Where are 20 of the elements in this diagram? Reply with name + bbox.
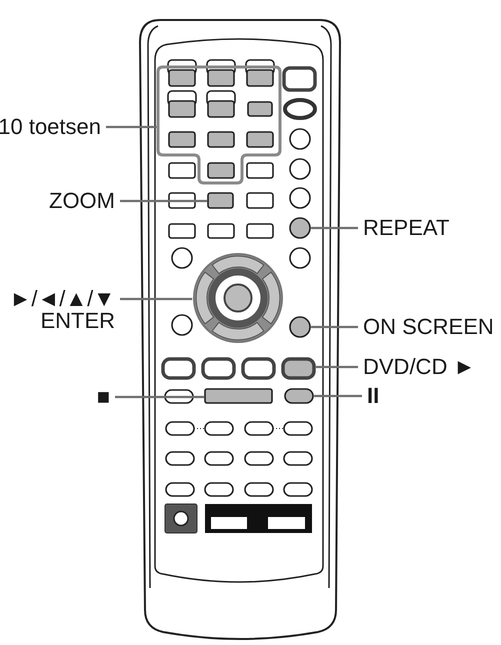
leader-line xyxy=(314,394,362,398)
callout-label: II xyxy=(367,384,380,408)
leader-line xyxy=(316,366,358,368)
leader-line xyxy=(310,326,358,328)
callout-label: ZOOM xyxy=(49,189,115,213)
callout-label: ►/◄/▲/▼ ENTER xyxy=(0,288,115,332)
callout-label: REPEAT xyxy=(363,216,450,240)
callout-label: 10 toetsen xyxy=(0,115,101,139)
leader-line xyxy=(310,226,358,230)
remote-key xyxy=(207,192,234,209)
callout-label: ON SCREEN xyxy=(363,315,494,339)
leader-line xyxy=(120,298,192,300)
direction-pad xyxy=(193,253,283,343)
leader-line xyxy=(106,126,156,128)
oval-key xyxy=(284,388,314,404)
bar-key xyxy=(204,388,273,404)
remote-key xyxy=(281,357,316,380)
callout-label: ■ xyxy=(96,385,110,409)
keypad-outline xyxy=(156,66,282,184)
callout-label: DVD/CD ► xyxy=(363,355,476,379)
